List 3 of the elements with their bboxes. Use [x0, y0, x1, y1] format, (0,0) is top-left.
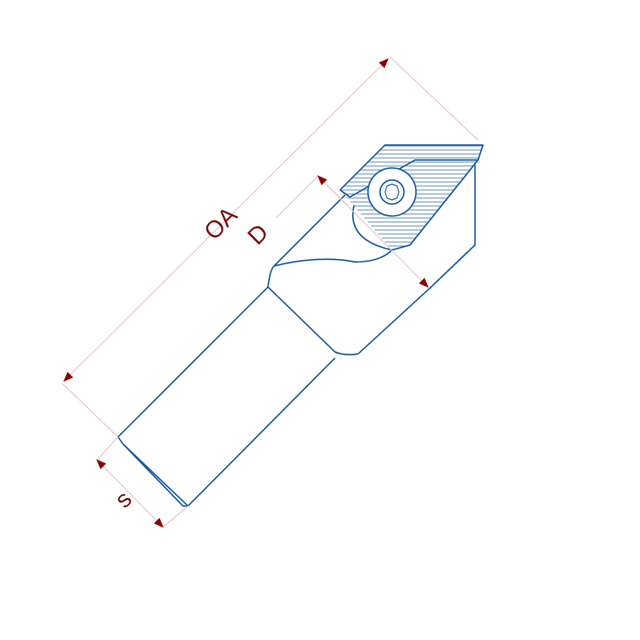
dimension-label: D — [244, 220, 274, 250]
dimension-label: s — [111, 487, 137, 513]
dimension-label: OA — [200, 203, 242, 245]
